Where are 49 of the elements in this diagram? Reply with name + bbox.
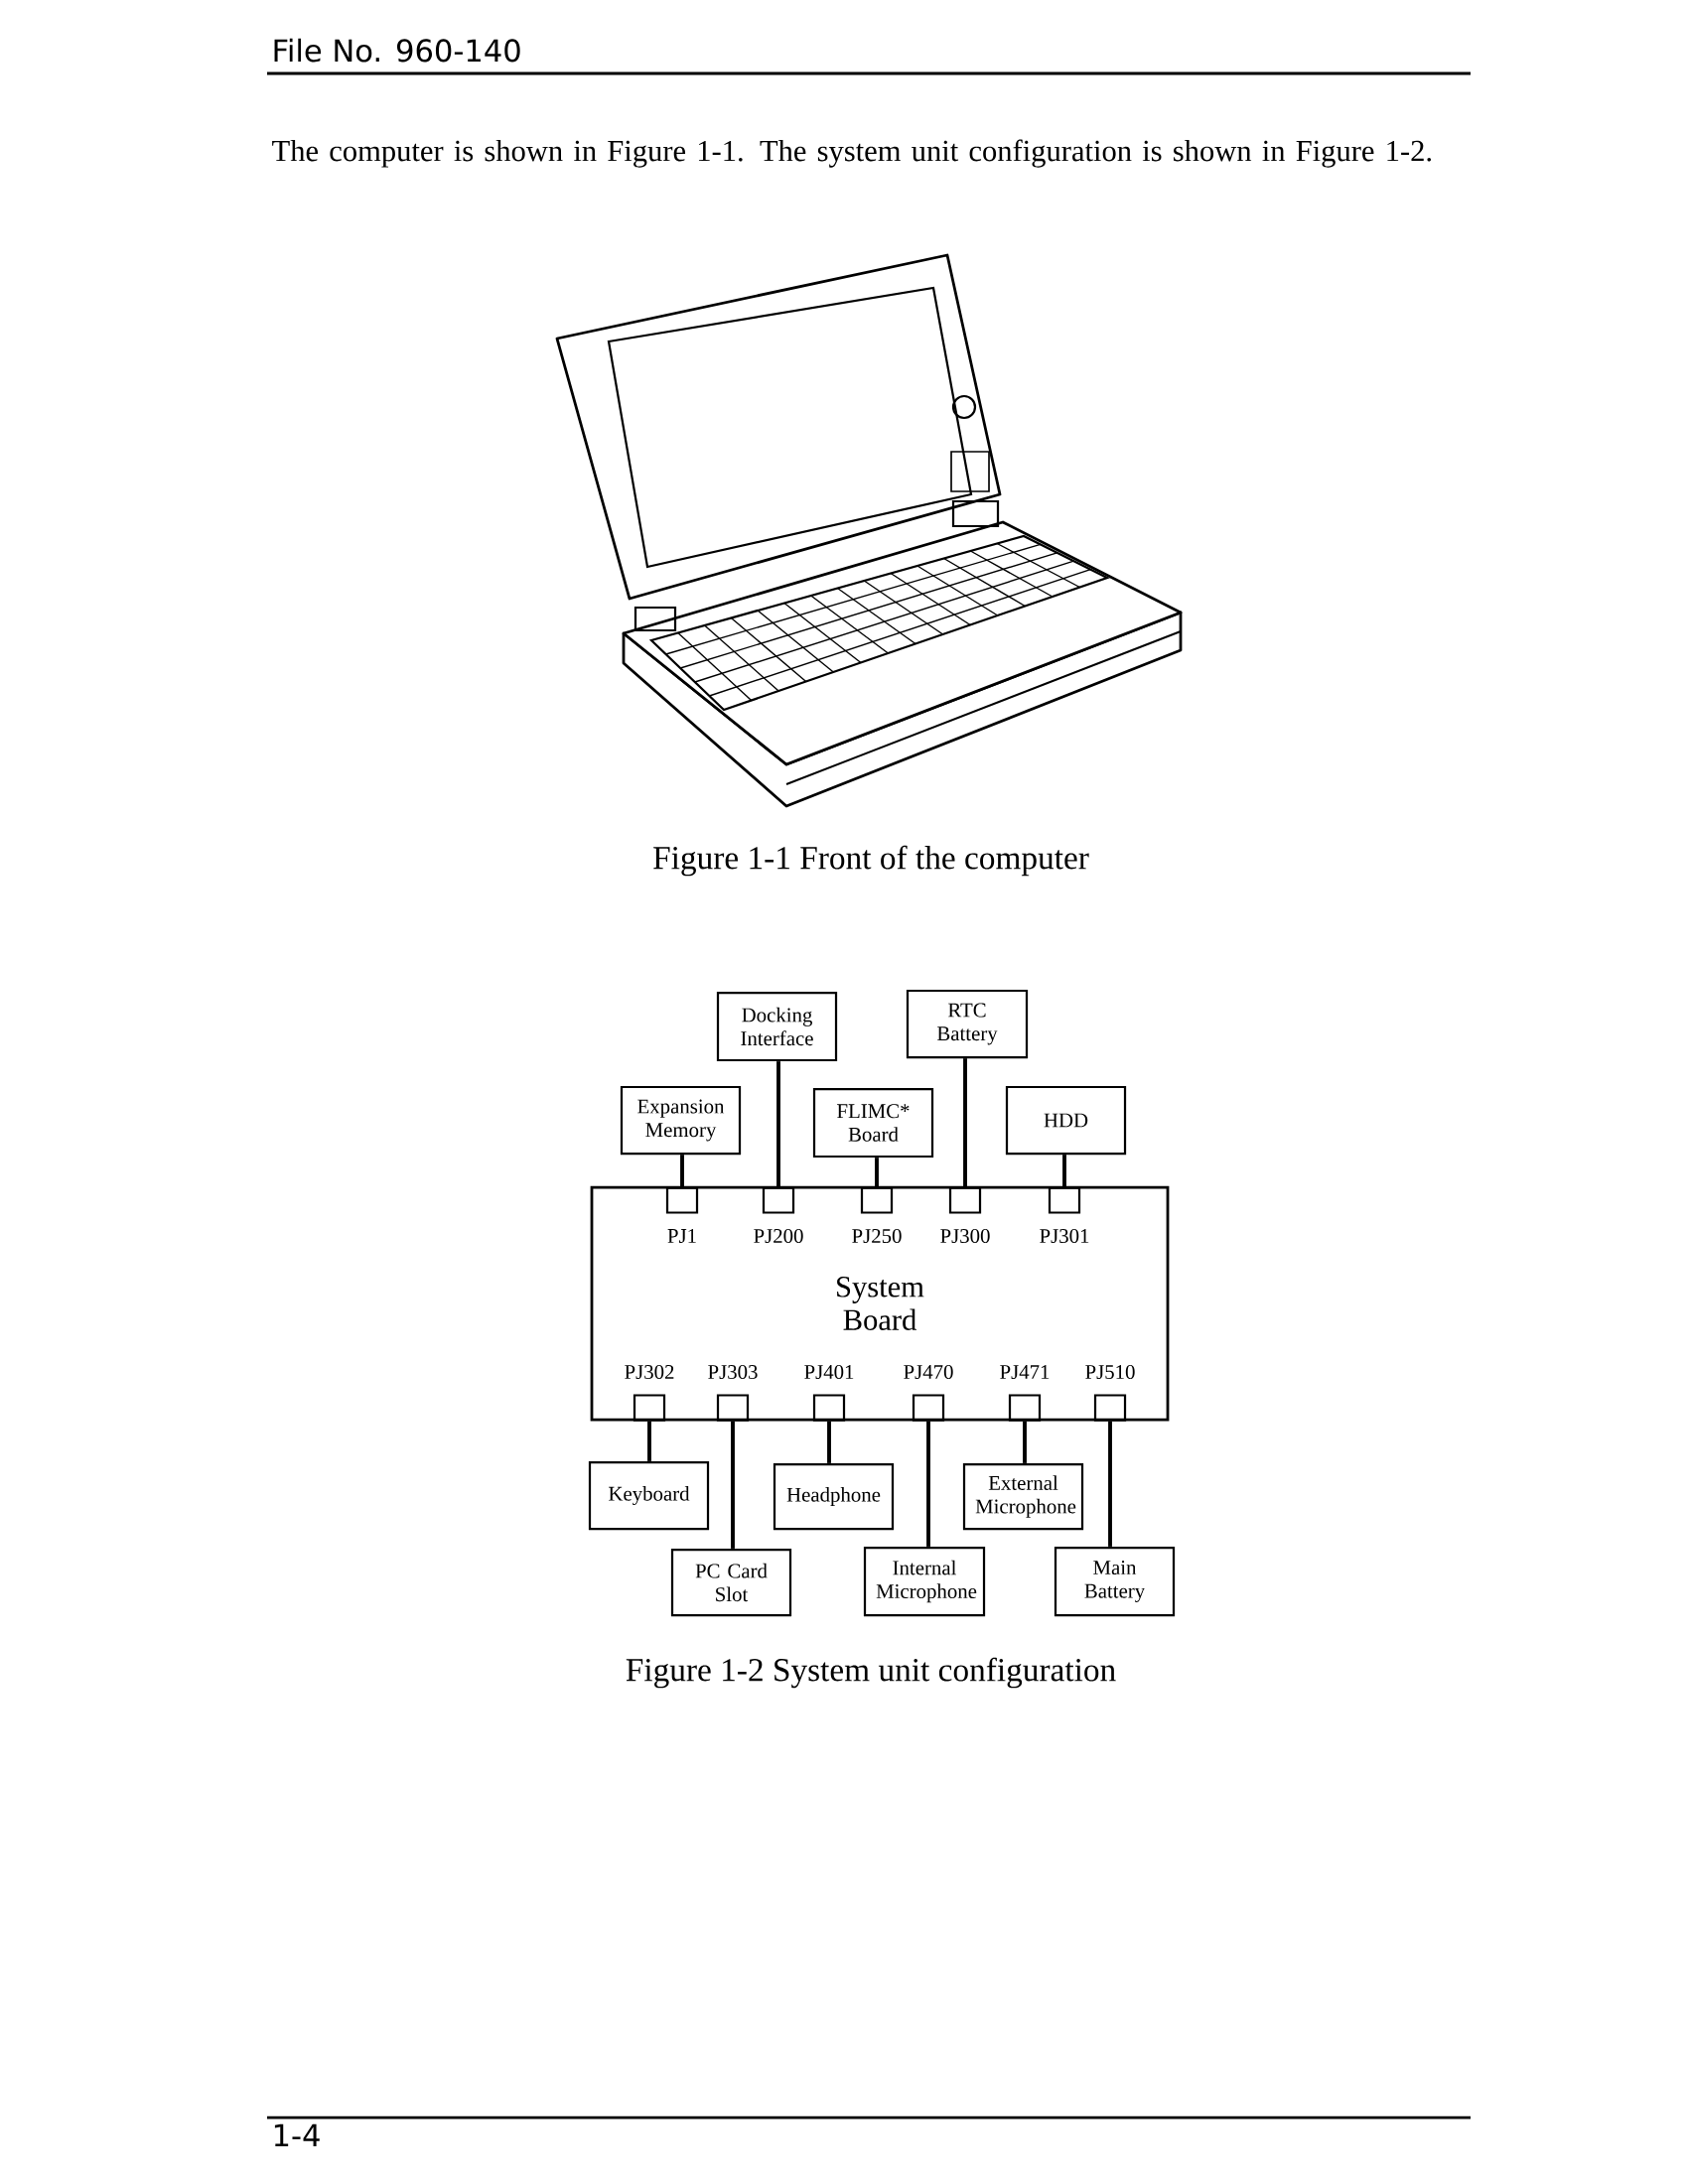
connector: PJ301 xyxy=(1040,1186,1089,1244)
connector: PJ303 xyxy=(708,1365,758,1422)
connector-line xyxy=(731,1421,735,1549)
component-box: Internal Microphone xyxy=(863,1546,986,1617)
connector: PJ250 xyxy=(852,1186,902,1244)
component-box: Keyboard xyxy=(588,1460,710,1531)
figure-caption: Figure 1-1 Front of the computer xyxy=(653,845,1089,877)
node-label: PJ302 xyxy=(625,1364,674,1380)
node-label: PJ510 xyxy=(1085,1364,1135,1380)
component-box: FLIMC* Board xyxy=(812,1087,934,1159)
figure-caption: Figure 1-2 System unit configuration xyxy=(626,1657,1116,1689)
component-box: External Microphone xyxy=(962,1462,1084,1531)
connector-line xyxy=(926,1421,930,1547)
node-label: PJ200 xyxy=(754,1229,803,1244)
connector: PJ302 xyxy=(625,1365,674,1422)
connector: PJ510 xyxy=(1085,1365,1135,1422)
connector: PJ470 xyxy=(904,1365,953,1422)
node-label: PJ300 xyxy=(940,1229,990,1244)
node-label: PJ250 xyxy=(852,1229,902,1244)
connector: PJ1 xyxy=(665,1186,699,1243)
connector-line xyxy=(647,1421,651,1461)
connector-line xyxy=(1108,1421,1112,1547)
connector-line xyxy=(827,1421,831,1463)
connector-line xyxy=(875,1158,879,1187)
component-box: Expansion Memory xyxy=(620,1085,742,1156)
node-label: PJ401 xyxy=(804,1364,854,1380)
connector-line xyxy=(963,1058,967,1187)
node-label: PJ470 xyxy=(904,1364,953,1380)
component-box: PC Card Slot xyxy=(670,1548,792,1617)
connector-line xyxy=(680,1155,684,1187)
node-label: PJ301 xyxy=(1040,1229,1089,1244)
body-paragraph: The computer is shown in Figure 1-1. The system unit configuration is shown in Figure 1-2. xyxy=(272,139,1432,168)
page-header: File No. 960-140 xyxy=(274,38,520,63)
component-box: Headphone xyxy=(773,1462,895,1531)
node-label: PJ303 xyxy=(708,1364,758,1380)
connector: PJ300 xyxy=(940,1186,990,1244)
component-box: Docking Interface xyxy=(716,991,838,1062)
page-number: 1-4 xyxy=(274,2123,320,2147)
connector: PJ471 xyxy=(1000,1365,1050,1422)
component-box: HDD xyxy=(1005,1085,1127,1156)
connector: PJ200 xyxy=(754,1186,803,1244)
component-box: Main Battery xyxy=(1054,1546,1176,1617)
connector-line xyxy=(776,1061,780,1187)
connector-line xyxy=(1062,1155,1066,1187)
node-label: PJ1 xyxy=(667,1228,696,1243)
connector-line xyxy=(1023,1421,1027,1463)
connector: PJ401 xyxy=(804,1365,854,1422)
node-label: PJ471 xyxy=(1000,1365,1050,1380)
component-box: RTC Battery xyxy=(906,989,1029,1059)
